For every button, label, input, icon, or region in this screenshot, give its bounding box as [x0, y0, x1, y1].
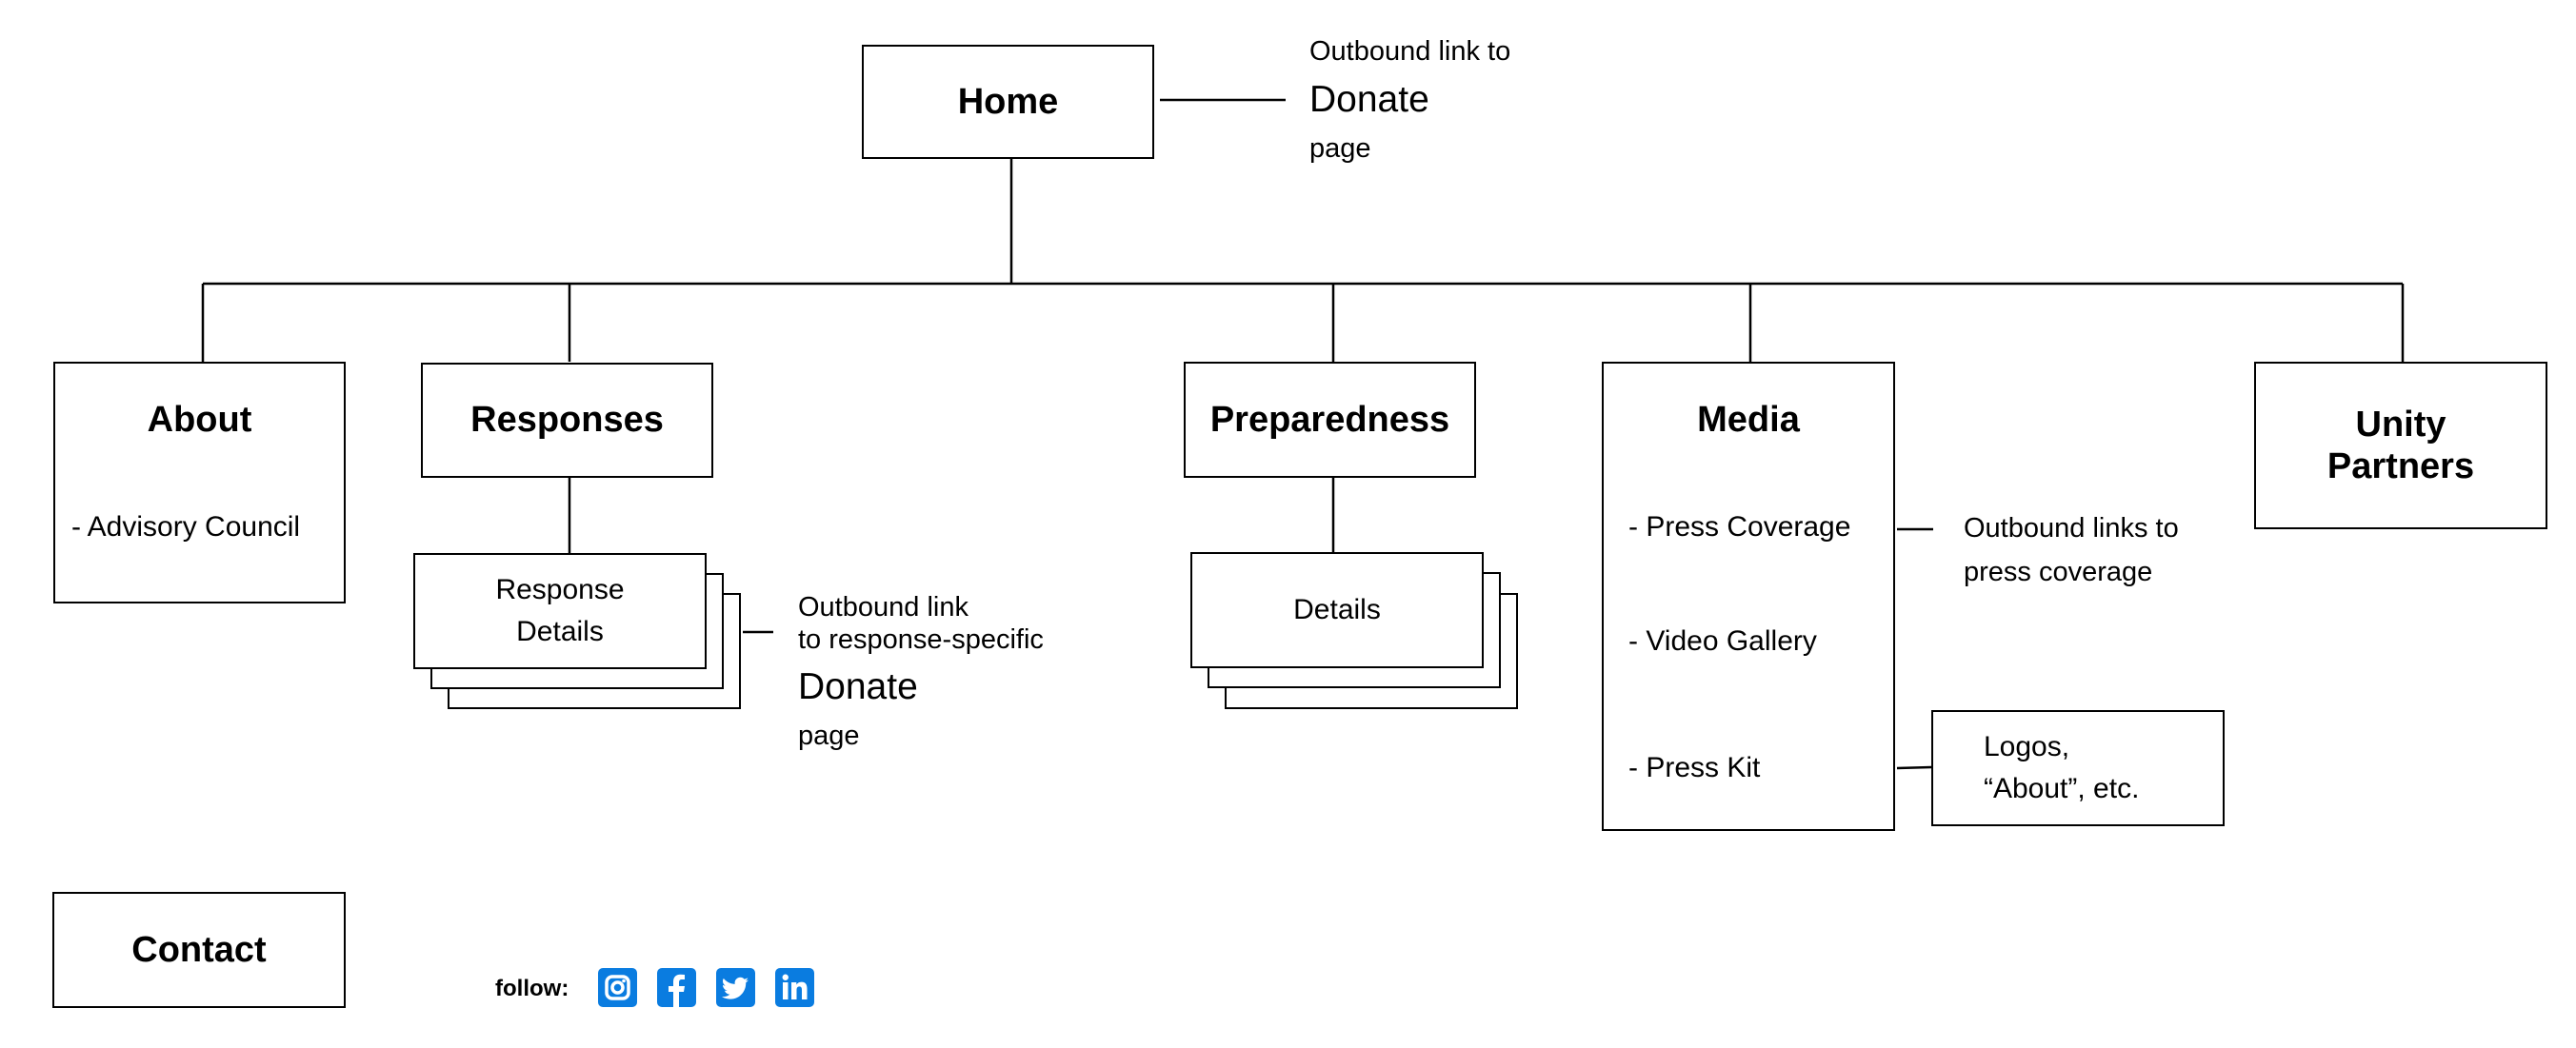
preparedness-details-stack[interactable]: Details: [1190, 552, 1518, 711]
response-details-sheet-1: Response Details: [413, 553, 707, 669]
response-details-line1: Response: [495, 574, 625, 605]
press-kit-connector: [1896, 765, 1932, 770]
preparedness-details-sheet-1: Details: [1190, 552, 1484, 668]
press-kit-line1: Logos,: [1984, 731, 2070, 762]
media-item-video-gallery[interactable]: - Video Gallery: [1628, 625, 1817, 657]
home-note-line1: Outbound link to: [1309, 36, 1511, 67]
press-kit-line2: “About”, etc.: [1984, 773, 2140, 804]
about-box[interactable]: About - Advisory Council: [53, 362, 346, 603]
home-note-line3: page: [1309, 133, 1371, 164]
response-details-line2: Details: [516, 616, 604, 647]
media-note-line1: Outbound links to: [1964, 513, 2179, 544]
press-kit-box[interactable]: Logos, “About”, etc.: [1931, 710, 2225, 826]
responses-title: Responses: [470, 400, 664, 440]
responses-box[interactable]: Responses: [421, 363, 713, 478]
facebook-icon[interactable]: [657, 968, 696, 1007]
responses-note-line1: Outbound link: [798, 592, 968, 623]
media-box[interactable]: Media - Press Coverage - Video Gallery -…: [1602, 362, 1895, 831]
twitter-icon[interactable]: [716, 968, 755, 1007]
home-note-line2[interactable]: Donate: [1309, 79, 1429, 120]
contact-title: Contact: [131, 929, 267, 970]
unity-title-line2: Partners: [2326, 446, 2475, 486]
unity-title-line1: Unity: [2355, 405, 2446, 445]
media-note-line2: press coverage: [1964, 557, 2153, 587]
about-item-advisory-council[interactable]: - Advisory Council: [71, 511, 301, 543]
unity-partners-box[interactable]: Unity Partners: [2254, 362, 2547, 529]
contact-box[interactable]: Contact: [52, 892, 346, 1008]
responses-note-line4: page: [798, 721, 860, 751]
about-title: About: [147, 400, 252, 440]
preparedness-title: Preparedness: [1209, 399, 1450, 440]
home-box[interactable]: Home: [862, 45, 1154, 159]
media-item-press-kit[interactable]: - Press Kit: [1628, 752, 1761, 783]
follow-label: follow:: [495, 976, 569, 1001]
home-title: Home: [957, 81, 1059, 122]
response-details-stack[interactable]: Response Details: [413, 553, 741, 711]
preparedness-details-label: Details: [1293, 594, 1381, 625]
media-title: Media: [1697, 400, 1800, 440]
instagram-icon[interactable]: [598, 968, 637, 1007]
media-item-press-coverage[interactable]: - Press Coverage: [1628, 511, 1851, 543]
linkedin-icon[interactable]: [775, 968, 814, 1007]
responses-note-line3[interactable]: Donate: [798, 666, 918, 707]
preparedness-box[interactable]: Preparedness: [1184, 362, 1476, 478]
responses-note-line2: to response-specific: [798, 624, 1044, 655]
